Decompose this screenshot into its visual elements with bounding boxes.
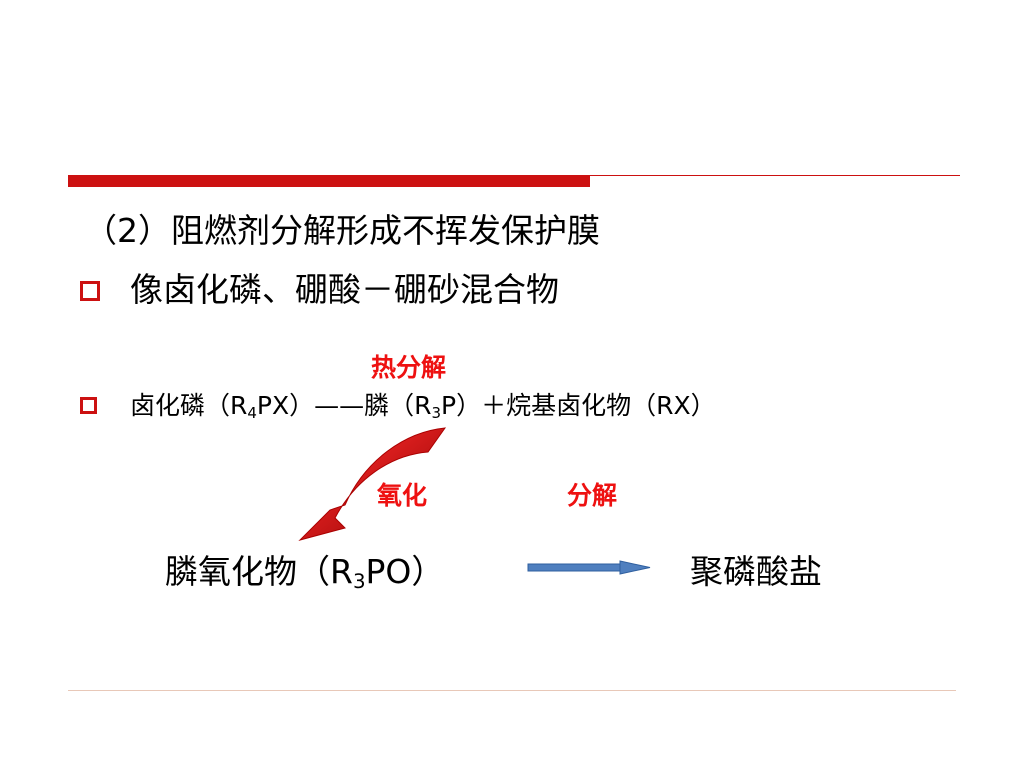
product1-rest: P）	[441, 391, 482, 420]
oxidation-label: 氧化	[377, 481, 428, 510]
bullet-item-examples: 像卤化磷、硼酸－硼砂混合物	[130, 270, 559, 309]
plus-sign: ＋	[481, 391, 507, 420]
reactant-rest: PX）	[256, 391, 315, 420]
reactant-subscript: 4	[247, 403, 257, 422]
curved-arrow-icon	[298, 427, 447, 541]
phosphine-oxide-subscript: 3	[352, 569, 366, 593]
reaction-dash: ——	[314, 391, 365, 420]
bullet-square-icon	[80, 397, 97, 414]
section-heading: （2）阻燃剂分解形成不挥发保护膜	[84, 211, 600, 250]
title-rule-thick	[68, 175, 590, 187]
thermal-decomposition-label: 热分解	[371, 353, 447, 382]
decomposition-label: 分解	[567, 481, 618, 510]
phosphine-oxide-rest: PO）	[365, 552, 445, 591]
product1-subscript: 3	[431, 403, 442, 422]
reactant-name: 卤化磷（R	[130, 391, 248, 420]
phosphine-oxide-name: 膦氧化物（R	[165, 552, 353, 591]
product2: 烷基卤化物（RX）	[506, 391, 716, 420]
bullet-square-icon	[80, 281, 100, 301]
phosphine-oxide-formula: 膦氧化物（R3PO）	[165, 549, 444, 595]
title-rule-thin	[590, 175, 960, 176]
footer-rule	[68, 690, 956, 691]
straight-arrow-icon	[527, 560, 651, 575]
reaction-equation: 卤化磷（R4PX）——膦（R3P）＋烷基卤化物（RX）	[130, 388, 716, 424]
polyphosphate-label: 聚磷酸盐	[690, 552, 822, 591]
product1-name: 膦（R	[364, 391, 432, 420]
